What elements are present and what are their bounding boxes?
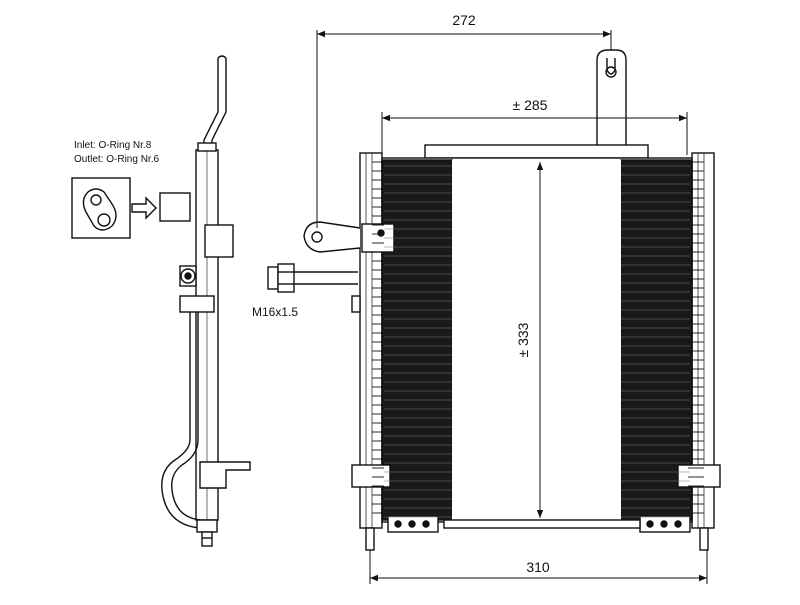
bottom-left-foot	[387, 515, 439, 533]
port-block	[159, 192, 191, 222]
side-view	[159, 55, 251, 547]
arrow-right-icon	[131, 196, 157, 220]
dim-285-label: ± 285	[513, 97, 548, 113]
top-header-bar	[424, 144, 649, 159]
fin-band-left	[381, 159, 453, 521]
left-mount-bracket	[303, 221, 361, 253]
clamp-band	[179, 295, 215, 313]
lower-bracket	[199, 461, 251, 489]
top-pipe	[203, 58, 227, 150]
dim-272-label: 272	[452, 12, 476, 28]
o-ring-detail	[71, 177, 157, 239]
lower-left-bracket	[351, 464, 391, 488]
dimension-lines	[316, 30, 708, 584]
dim-310-label: 310	[526, 559, 550, 575]
top-mount-tab	[596, 49, 627, 150]
inlet-fitting	[267, 263, 358, 293]
side-bracket	[204, 224, 234, 258]
thread-label: M16x1.5	[252, 305, 298, 319]
front-view	[267, 49, 721, 551]
tube-lines	[372, 161, 704, 518]
o-ring-detail-box	[71, 177, 131, 239]
inlet-label: Inlet: O-Ring Nr.8	[74, 140, 152, 151]
lower-right-bracket	[677, 464, 721, 488]
lower-pipe	[161, 312, 201, 529]
dim-333-label: ± 333	[515, 322, 531, 357]
outlet-label: Outlet: O-Ring Nr.6	[74, 154, 159, 165]
bottom-right-foot	[639, 515, 691, 533]
fitting-nut	[179, 265, 197, 287]
o-ring-icon	[82, 188, 117, 231]
